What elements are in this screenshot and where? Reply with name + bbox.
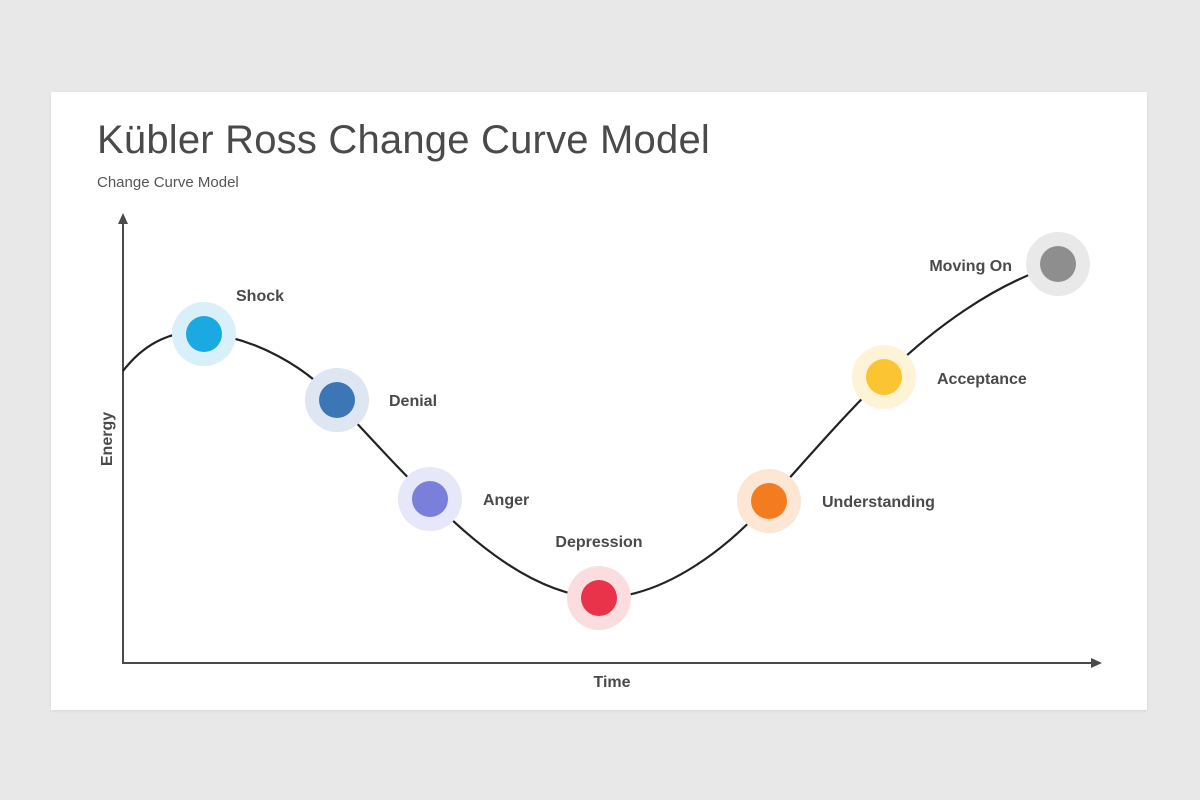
- stage-shock: Shock: [172, 288, 284, 366]
- stage-understanding: Understanding: [737, 469, 935, 533]
- axes: Time Energy: [99, 213, 1102, 691]
- x-axis-arrow-icon: [1091, 658, 1102, 668]
- change-curve-diagram: Time Energy Shock Denial Anger Depressio…: [99, 213, 1102, 691]
- stage-dot: [751, 483, 787, 519]
- stage-label: Shock: [236, 288, 284, 305]
- stage-label: Denial: [389, 393, 437, 410]
- stage-label: Depression: [555, 534, 642, 551]
- stage-label: Acceptance: [937, 371, 1027, 388]
- page-subtitle: Change Curve Model: [97, 174, 239, 191]
- stage-dot: [319, 382, 355, 418]
- stage-dot: [1040, 246, 1076, 282]
- page-title: Kübler Ross Change Curve Model: [97, 118, 710, 162]
- stage-dot: [186, 316, 222, 352]
- stage-acceptance: Acceptance: [852, 345, 1027, 409]
- stage-moving-on: Moving On: [929, 232, 1090, 296]
- y-axis-label: Energy: [99, 412, 116, 466]
- stage-depression: Depression: [555, 534, 643, 630]
- stage-label: Understanding: [822, 494, 935, 511]
- stage-dot: [412, 481, 448, 517]
- slide-canvas: Kübler Ross Change Curve Model Change Cu…: [51, 92, 1147, 710]
- stage-denial: Denial: [305, 368, 437, 432]
- stage-anger: Anger: [398, 467, 529, 531]
- y-axis-arrow-icon: [118, 213, 128, 224]
- stage-dot: [866, 359, 902, 395]
- x-axis-label: Time: [593, 674, 630, 691]
- stage-label: Moving On: [929, 258, 1012, 275]
- stage-dot: [581, 580, 617, 616]
- stage-label: Anger: [483, 492, 529, 509]
